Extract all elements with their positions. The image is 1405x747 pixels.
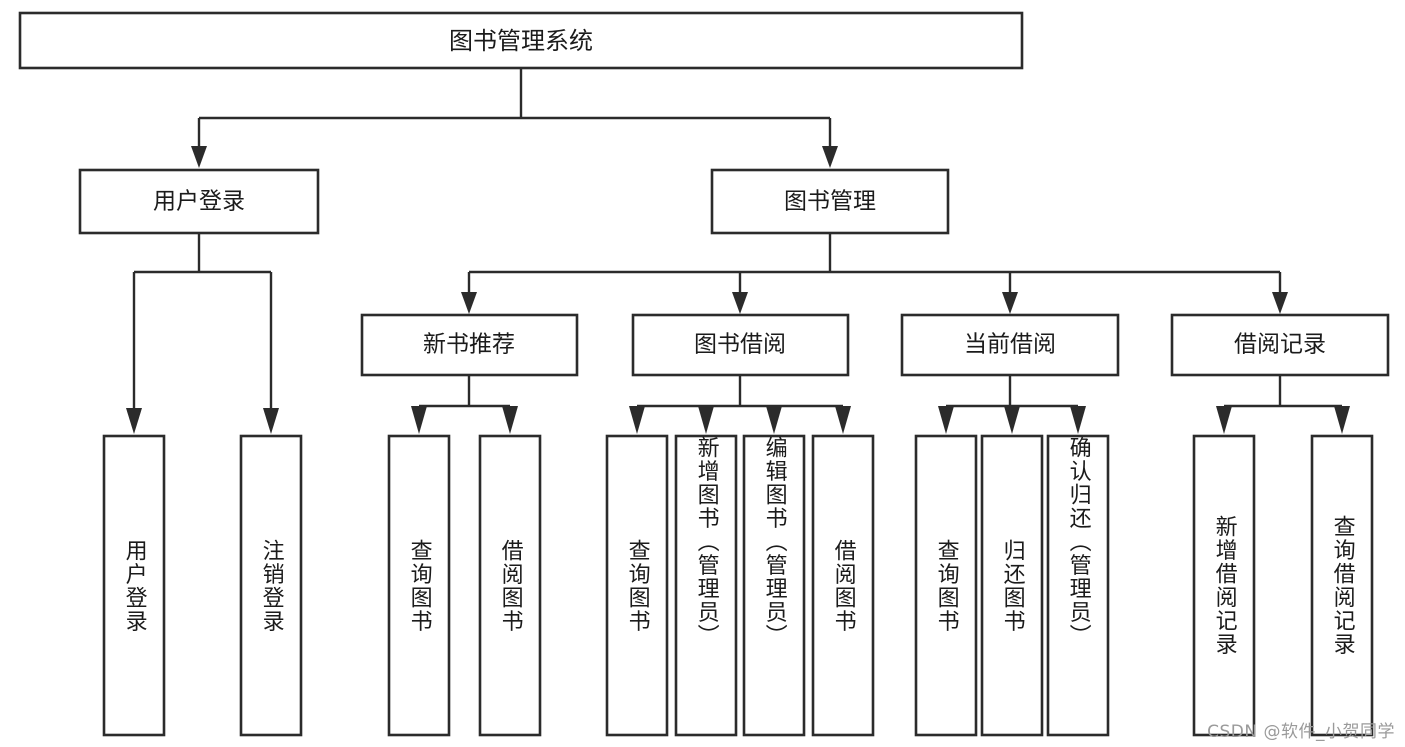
connector-group-current-borrow	[938, 375, 1086, 434]
leaf-box-nbr-2[interactable]	[478, 434, 542, 737]
leaf-group-user-login	[102, 434, 303, 737]
node-new-book-recommend[interactable]: 新书推荐	[360, 313, 579, 377]
arrow-head-book-mgmt	[822, 146, 838, 168]
node-current-borrow[interactable]: 当前借阅	[900, 313, 1120, 377]
leaf-box-user-login-1[interactable]	[102, 434, 166, 737]
arrow-head-leaf-cb-1	[938, 406, 954, 434]
leaf-box-cb-2[interactable]	[980, 434, 1044, 737]
leaf-box-bb-4[interactable]	[811, 434, 875, 737]
arrow-head-borrow-record	[1272, 292, 1288, 314]
node-book-borrow-label: 图书借阅	[694, 332, 786, 358]
arrow-head-leaf-cb-3	[1070, 406, 1086, 434]
leaf-group-book-borrow	[605, 434, 875, 737]
arrow-head-leaf-nbr-1	[411, 406, 427, 434]
leaf-group-new-book-recommend	[387, 434, 542, 737]
arrow-head-leaf-user-login-1	[126, 408, 142, 434]
leaf-box-user-login-2[interactable]	[239, 434, 303, 737]
node-borrow-record-box[interactable]	[1170, 313, 1390, 377]
node-user-login-box[interactable]	[78, 168, 320, 235]
arrow-head-leaf-br-2	[1334, 406, 1350, 434]
arrow-head-current-borrow	[1002, 292, 1018, 314]
arrow-head-leaf-br-1	[1216, 406, 1232, 434]
connector-group-borrow-record	[1216, 375, 1350, 434]
node-root[interactable]: 图书管理系统	[18, 11, 1024, 70]
node-current-borrow-box[interactable]	[900, 313, 1120, 377]
node-current-borrow-label: 当前借阅	[964, 332, 1056, 358]
leaf-box-br-2[interactable]	[1310, 434, 1374, 737]
node-book-mgmt-box[interactable]	[710, 168, 950, 235]
leaf-box-br-1[interactable]	[1192, 434, 1256, 737]
arrow-head-leaf-bb-1	[629, 406, 645, 434]
arrow-head-leaf-nbr-2	[502, 406, 518, 434]
arrow-head-leaf-user-login-2	[263, 408, 279, 434]
leaf-box-cb-3[interactable]	[1046, 434, 1110, 737]
node-new-book-recommend-box[interactable]	[360, 313, 579, 377]
node-root-label: 图书管理系统	[449, 27, 593, 55]
connector-group-book-mgmt	[461, 233, 1288, 314]
leaf-box-bb-2[interactable]	[674, 434, 738, 737]
leaf-box-nbr-1[interactable]	[387, 434, 451, 737]
node-borrow-record[interactable]: 借阅记录	[1170, 313, 1390, 377]
connector-group-new-book-recommend	[411, 375, 518, 434]
node-new-book-recommend-label: 新书推荐	[423, 332, 515, 358]
arrow-head-leaf-bb-2	[698, 406, 714, 434]
connector-group-root	[191, 68, 838, 168]
leaf-box-bb-1[interactable]	[605, 434, 669, 737]
node-book-mgmt-label: 图书管理	[784, 189, 876, 215]
arrow-head-leaf-bb-4	[835, 406, 851, 434]
leaf-group-current-borrow	[914, 434, 1110, 737]
node-book-mgmt[interactable]: 图书管理	[710, 168, 950, 235]
node-book-borrow-box[interactable]	[631, 313, 850, 377]
node-user-login[interactable]: 用户登录	[78, 168, 320, 235]
node-user-login-label: 用户登录	[153, 189, 245, 215]
arrow-head-leaf-bb-3	[766, 406, 782, 434]
node-borrow-record-label: 借阅记录	[1234, 332, 1326, 358]
connector-group-book-borrow	[629, 375, 851, 434]
leaf-box-bb-3[interactable]	[742, 434, 806, 737]
arrow-head-leaf-cb-2	[1004, 406, 1020, 434]
connector-group-user-login	[126, 233, 279, 434]
leaf-group-borrow-record	[1192, 434, 1374, 737]
arrow-head-user-login	[191, 146, 207, 168]
arrow-head-book-borrow	[732, 292, 748, 314]
leaf-box-cb-1[interactable]	[914, 434, 978, 737]
node-book-borrow[interactable]: 图书借阅	[631, 313, 850, 377]
node-root-box[interactable]	[18, 11, 1024, 70]
arrow-head-new-book-recommend	[461, 292, 477, 314]
